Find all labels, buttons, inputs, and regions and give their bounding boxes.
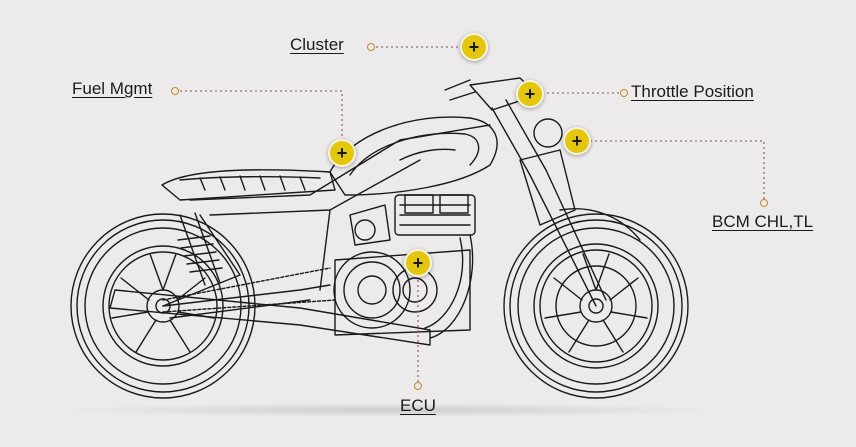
throttle-dot — [620, 89, 628, 97]
ecu-dot — [414, 382, 422, 390]
rear-shock — [177, 212, 223, 286]
fuel-dot — [171, 87, 179, 95]
fuel-tank — [329, 116, 498, 196]
bcm-dot — [760, 199, 768, 207]
throttle-position-link[interactable]: Throttle Position — [631, 82, 754, 101]
frame — [162, 124, 491, 319]
plus-icon: + — [336, 142, 348, 163]
plus-icon: + — [524, 83, 536, 104]
front-fork — [444, 77, 641, 307]
ground-shadow — [60, 403, 720, 417]
fuel-mgmt-link[interactable]: Fuel Mgmt — [72, 79, 153, 98]
front-wheel — [503, 213, 689, 399]
plus-icon: + — [571, 130, 583, 151]
leader-lines — [175, 46, 765, 384]
plus-icon: + — [468, 36, 480, 57]
chain — [162, 267, 336, 313]
bcm-link[interactable]: BCM CHL,TL — [712, 212, 814, 231]
cluster-link[interactable]: Cluster — [290, 35, 344, 54]
bcm-hotspot-button[interactable]: + — [563, 127, 591, 155]
plus-icon: + — [412, 252, 424, 273]
throttle-position-hotspot-button[interactable]: + — [516, 80, 544, 108]
ecu-hotspot-button[interactable]: + — [404, 249, 432, 277]
ecu-link[interactable]: ECU — [400, 396, 436, 415]
cluster-dot — [367, 43, 375, 51]
cluster-hotspot-button[interactable]: + — [460, 33, 488, 61]
fuel-mgmt-hotspot-button[interactable]: + — [328, 139, 356, 167]
exhaust — [109, 234, 474, 346]
